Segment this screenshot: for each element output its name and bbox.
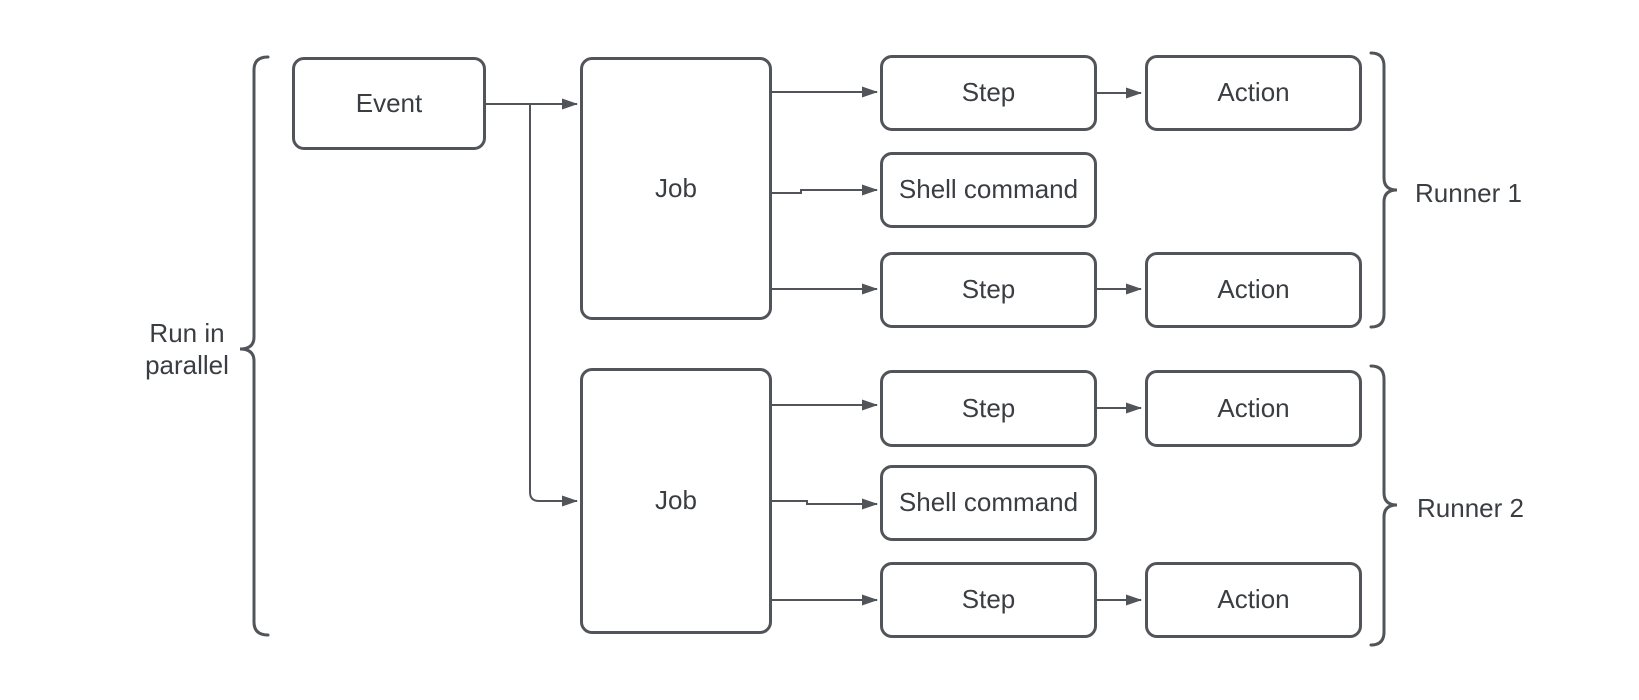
job1-node: Job xyxy=(580,57,772,320)
runner1-label: Runner 1 xyxy=(1415,178,1522,208)
runner1-shell-command-node: Shell command xyxy=(880,152,1097,228)
event-node: Event xyxy=(292,57,486,150)
runner1-action1-node: Action xyxy=(1145,55,1362,131)
job2-node: Job xyxy=(580,368,772,634)
runner2-brace xyxy=(1369,364,1398,647)
arrow-job2-to-shell2 xyxy=(772,498,878,510)
runner1-action2-node: Action xyxy=(1145,252,1362,328)
runner1-step1-node: Step xyxy=(880,55,1097,131)
runner1-brace xyxy=(1369,51,1398,329)
run-in-parallel-label: Run in parallel xyxy=(145,318,229,380)
runner2-action1-node: Action xyxy=(1145,370,1362,447)
runner2-step1-node: Step xyxy=(880,370,1097,447)
runner2-shell-command-node: Shell command xyxy=(880,465,1097,541)
arrow-job1-to-shell1 xyxy=(772,184,878,196)
run-in-parallel-brace xyxy=(239,55,270,637)
runner2-label: Runner 2 xyxy=(1417,493,1524,523)
arrow-event-to-job2 xyxy=(529,104,578,507)
runner2-step2-node: Step xyxy=(880,562,1097,638)
runner1-step2-node: Step xyxy=(880,252,1097,328)
runner2-action2-node: Action xyxy=(1145,562,1362,638)
